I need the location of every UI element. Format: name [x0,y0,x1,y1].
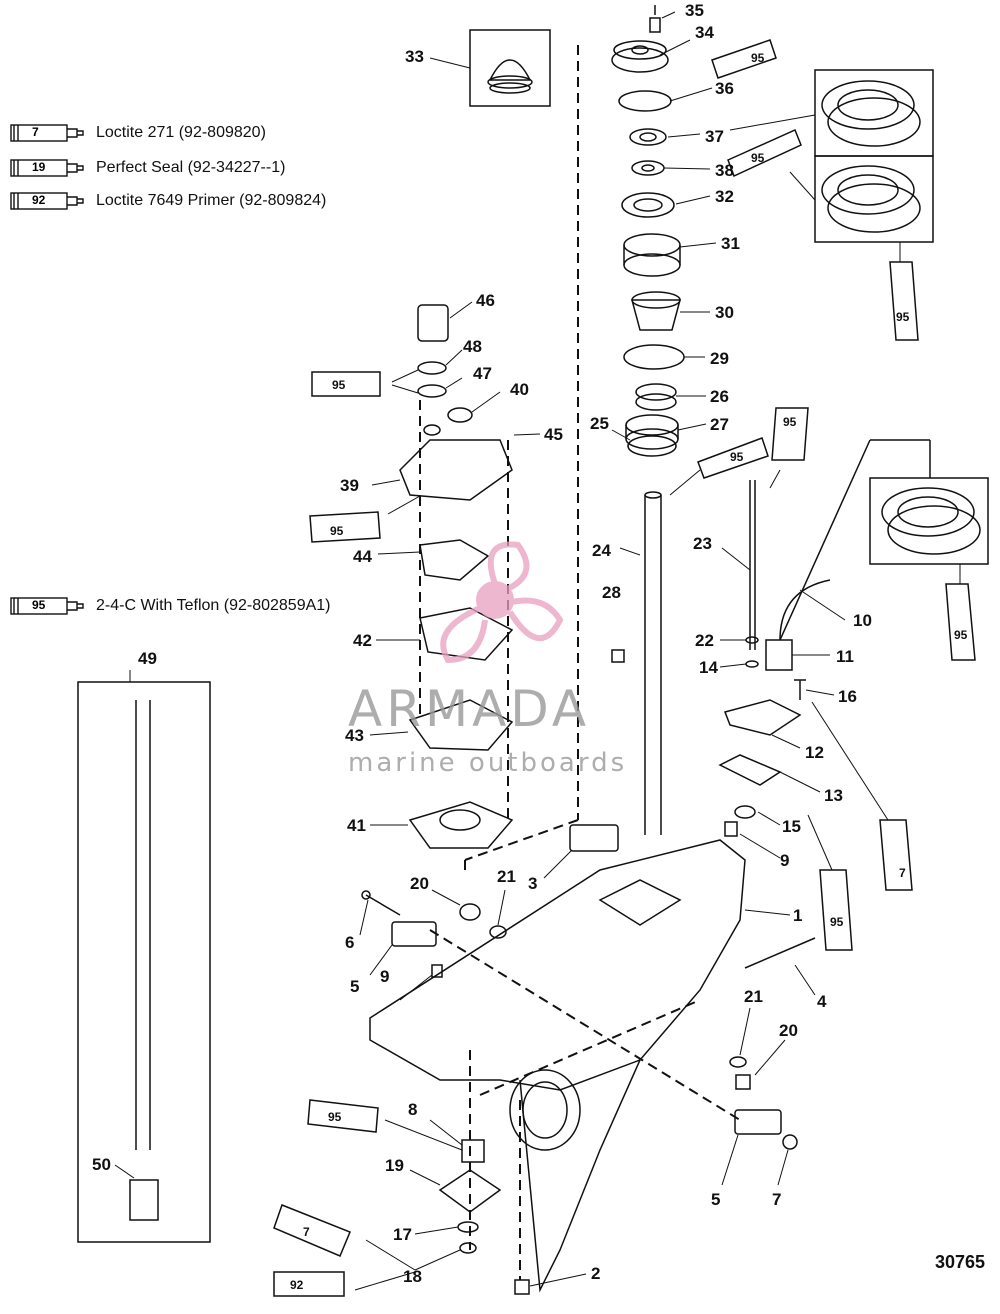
callout-8: 8 [408,1100,418,1119]
callout-47: 47 [473,364,492,383]
callout-24: 24 [592,541,611,560]
tube-icon: 19 [10,158,86,178]
callout-5-upper: 5 [350,977,360,996]
callout-22: 22 [695,631,714,650]
callout-9-lower: 9 [380,967,390,986]
callout-21-upper: 21 [497,867,516,886]
callout-36: 36 [715,79,734,98]
callout-28: 28 [602,583,621,602]
legend-text: 2-4-C With Teflon (92-802859A1) [96,597,331,614]
callout-13: 13 [824,786,843,805]
leader-lines [114,11,961,1291]
callout-27: 27 [710,415,729,434]
legend-text: Loctite 7649 Primer (92-809824) [96,192,327,209]
callout-29: 29 [710,349,729,368]
tube-label-95: 95 [751,151,765,165]
lower-small-parts [361,480,831,1295]
callout-2: 2 [591,1264,601,1283]
legend-text: Loctite 271 (92-809820) [96,124,266,141]
callout-37: 37 [705,127,724,146]
callout-7: 7 [772,1190,782,1209]
callout-18: 18 [403,1267,422,1286]
callout-20-lower: 20 [779,1021,798,1040]
tube-label-95: 95 [730,450,744,464]
assembly-dashed-lines [419,45,741,1280]
callout-44: 44 [353,547,372,566]
callout-31: 31 [721,234,740,253]
watermark-subtitle: marine outboards [348,748,628,778]
figure-reference-number: 30765 [935,1252,986,1272]
callout-11: 11 [836,647,854,666]
tube-label-95: 95 [954,628,968,642]
tube-label-92: 92 [290,1278,304,1292]
callout-39: 39 [340,476,359,495]
tube-label-95: 95 [896,310,910,324]
callout-48: 48 [463,337,482,356]
lubricant-tubes [273,39,976,1297]
callout-4: 4 [817,992,827,1011]
callout-49: 49 [138,649,157,668]
gear-housing [369,839,746,1293]
callout-15: 15 [782,817,801,836]
part-49-driveshaft-box [77,681,211,1243]
callout-6: 6 [345,933,355,952]
callout-12: 12 [805,743,824,762]
callout-20-upper: 20 [410,874,429,893]
callout-17: 17 [393,1225,412,1244]
tube-icon: 92 [10,191,86,211]
callout-14: 14 [699,658,718,677]
callout-3: 3 [528,874,538,893]
callout-35: 35 [685,1,704,20]
callout-38: 38 [715,161,734,180]
legend-item-primer: 92 Loctite 7649 Primer (92-809824) [10,189,326,213]
watermark-title: ARMADA [348,680,591,738]
callout-30: 30 [715,303,734,322]
callout-40: 40 [510,380,529,399]
callout-50: 50 [92,1155,111,1174]
tube-label-95: 95 [332,378,346,392]
tube-label-95: 95 [783,415,797,429]
callout-1: 1 [793,906,803,925]
callout-5-lower: 5 [711,1190,721,1209]
callout-33: 33 [405,47,424,66]
callout-42: 42 [353,631,372,650]
callout-43: 43 [345,726,364,745]
callout-46: 46 [476,291,495,310]
callout-19: 19 [385,1156,404,1175]
callout-10: 10 [853,611,872,630]
callout-25: 25 [590,414,609,433]
callout-34: 34 [695,23,714,42]
legend-item-perfect-seal: 19 Perfect Seal (92-34227--1) [10,156,285,180]
tube-icon: 7 [10,123,86,143]
legend-text: Perfect Seal (92-34227--1) [96,159,286,176]
callout-45: 45 [544,425,563,444]
legend-item-loctite-271: 7 Loctite 271 (92-809820) [10,121,266,145]
legend-item-teflon: 95 2-4-C With Teflon (92-802859A1) [10,594,331,618]
tube-label-95: 95 [751,51,765,65]
tube-label-95: 95 [328,1110,342,1124]
tube-label-95: 95 [330,524,344,538]
upper-shaft-stack [611,5,685,835]
callout-26: 26 [710,387,729,406]
callout-16: 16 [838,687,857,706]
part-33-cap [469,29,551,107]
callout-23: 23 [693,534,712,553]
tube-icon: 95 [10,596,86,616]
callout-21-lower: 21 [744,987,763,1006]
tube-label-7: 7 [303,1225,310,1239]
bearing-insets [779,69,989,641]
tube-label-7: 7 [899,866,906,880]
callout-32: 32 [715,187,734,206]
callout-41: 41 [347,816,366,835]
callout-9-upper: 9 [780,851,790,870]
water-pump-assembly [399,304,514,849]
tube-label-95: 95 [830,915,844,929]
watermark-logo [440,541,564,664]
